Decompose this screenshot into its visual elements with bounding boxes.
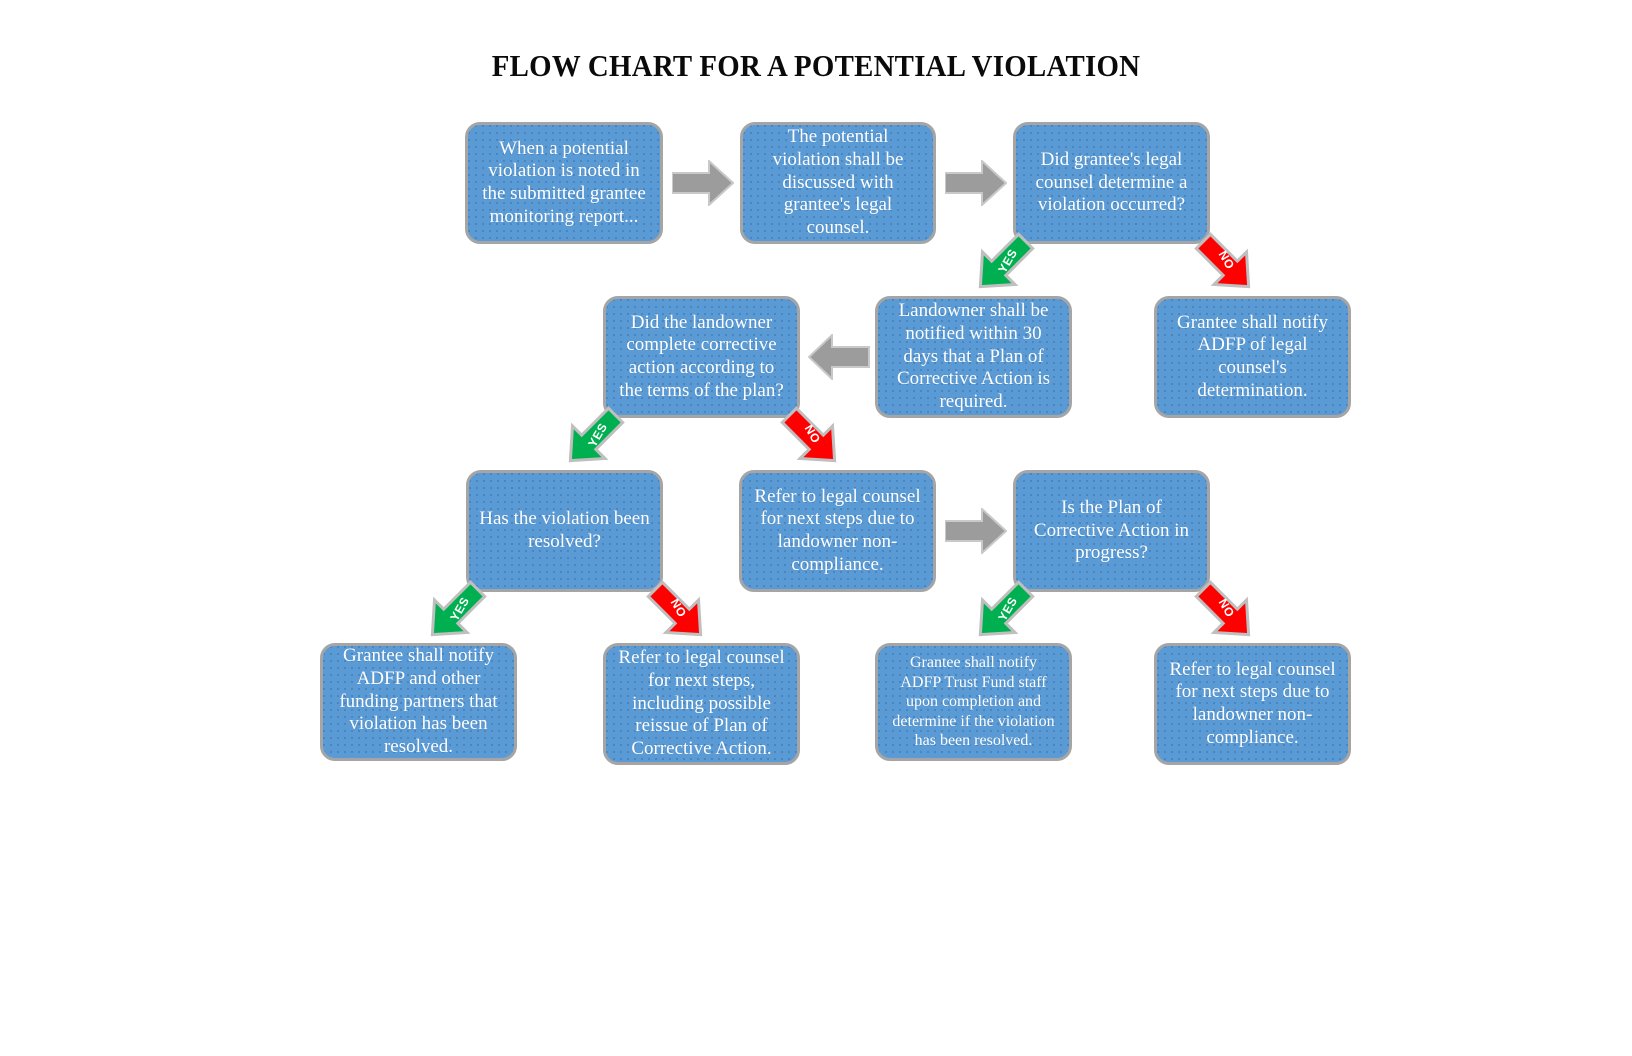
node-refer-counsel-noncompliance-bottom[interactable]: Refer to legal counsel for next steps du… bbox=[1154, 643, 1351, 765]
arrow-n9-to-n13-no: NO bbox=[1186, 580, 1266, 642]
arrow-n7-to-n11-no: NO bbox=[638, 580, 718, 642]
node-text: Is the Plan of Corrective Action in prog… bbox=[1033, 497, 1190, 564]
node-grantee-notify-adfp-determination[interactable]: Grantee shall notify ADFP of legal couns… bbox=[1154, 296, 1351, 418]
node-discuss-with-legal-counsel[interactable]: The potential violation shall be discuss… bbox=[740, 122, 936, 244]
node-landowner-notified-30-days[interactable]: Landowner shall be notified within 30 da… bbox=[875, 296, 1072, 418]
node-did-counsel-determine-violation[interactable]: Did grantee's legal counsel determine a … bbox=[1013, 122, 1210, 244]
node-notify-trust-fund-staff[interactable]: Grantee shall notify ADFP Trust Fund sta… bbox=[875, 643, 1072, 761]
node-text: When a potential violation is noted in t… bbox=[482, 137, 646, 227]
node-text: Did the landowner complete corrective ac… bbox=[619, 311, 784, 401]
arrow-n8-to-n9 bbox=[945, 508, 1007, 554]
arrow-n1-to-n2 bbox=[672, 160, 734, 206]
node-text: Grantee shall notify ADFP Trust Fund sta… bbox=[892, 654, 1055, 750]
node-notify-adfp-funding-partners-resolved[interactable]: Grantee shall notify ADFP and other fund… bbox=[320, 643, 517, 761]
node-text: Refer to legal counsel for next steps du… bbox=[1169, 658, 1336, 748]
arrow-n3-to-n5-no: NO bbox=[1186, 232, 1266, 294]
arrow-n7-to-n10-yes: YES bbox=[415, 580, 495, 642]
node-refer-counsel-reissue-plan[interactable]: Refer to legal counsel for next steps, i… bbox=[603, 643, 800, 765]
page-title: FLOW CHART FOR A POTENTIAL VIOLATION bbox=[491, 48, 1141, 83]
node-refer-counsel-noncompliance-mid[interactable]: Refer to legal counsel for next steps du… bbox=[739, 470, 936, 592]
node-did-landowner-complete-action[interactable]: Did the landowner complete corrective ac… bbox=[603, 296, 800, 418]
arrow-n6-to-n7-yes: YES bbox=[553, 406, 633, 468]
node-text: Has the violation been resolved? bbox=[479, 508, 650, 552]
arrow-n4-to-n6 bbox=[808, 334, 870, 380]
arrow-n6-to-n8-no: NO bbox=[772, 406, 852, 468]
arrow-n3-to-n4-yes: YES bbox=[963, 232, 1043, 294]
arrow-n2-to-n3 bbox=[945, 160, 1007, 206]
node-text: Refer to legal counsel for next steps du… bbox=[754, 485, 921, 575]
node-potential-violation-noted[interactable]: When a potential violation is noted in t… bbox=[465, 122, 663, 244]
node-is-plan-in-progress[interactable]: Is the Plan of Corrective Action in prog… bbox=[1013, 470, 1210, 592]
node-text: Landowner shall be notified within 30 da… bbox=[896, 300, 1051, 412]
node-text: Did grantee's legal counsel determine a … bbox=[1035, 149, 1188, 216]
arrow-n9-to-n12-yes: YES bbox=[963, 580, 1043, 642]
node-text: Grantee shall notify ADFP of legal couns… bbox=[1177, 311, 1328, 401]
node-text: Grantee shall notify ADFP and other fund… bbox=[339, 645, 498, 757]
node-text: Refer to legal counsel for next steps, i… bbox=[618, 647, 785, 759]
node-text: The potential violation shall be discuss… bbox=[772, 126, 904, 238]
node-has-violation-been-resolved[interactable]: Has the violation been resolved? bbox=[466, 470, 663, 592]
